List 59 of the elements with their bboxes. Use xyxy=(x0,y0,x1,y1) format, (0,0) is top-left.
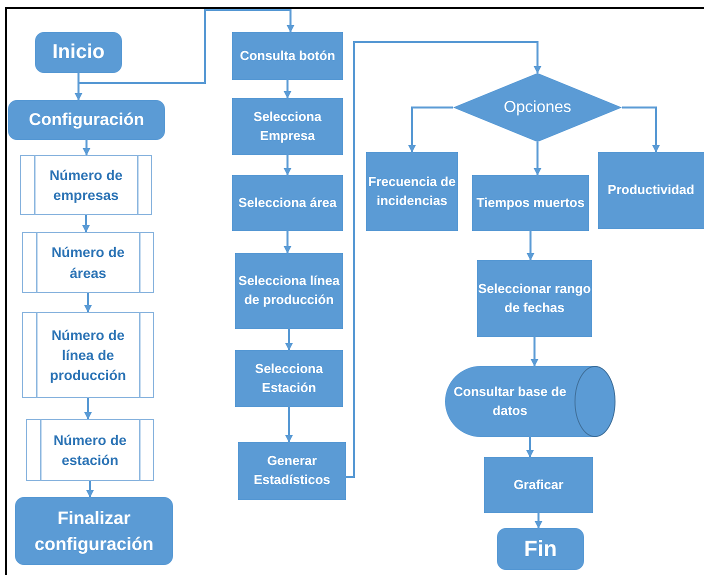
subprocess-box xyxy=(20,155,152,215)
arrow xyxy=(84,398,92,420)
process-box xyxy=(235,253,343,329)
node-label: Generar Estadísticos xyxy=(252,452,332,489)
subprocess-box xyxy=(26,419,154,481)
subprocess-box xyxy=(22,312,154,398)
process-box xyxy=(232,175,343,231)
arrow xyxy=(86,481,94,498)
arrow xyxy=(284,155,292,176)
arrow xyxy=(284,231,292,254)
node-label: Número de áreas xyxy=(50,243,126,282)
arrow xyxy=(346,41,542,478)
arrow xyxy=(82,140,90,156)
arrow xyxy=(534,513,542,529)
arrow xyxy=(78,9,294,84)
process-box xyxy=(484,457,593,513)
terminal-box xyxy=(497,528,584,570)
subprocess-box xyxy=(22,232,154,293)
node-label: Consulta botón xyxy=(240,46,336,65)
process-box xyxy=(232,32,343,80)
node-label: Seleccionar rango de fechas xyxy=(477,280,592,316)
arrow xyxy=(285,329,293,351)
node-label: Número de empresas xyxy=(48,166,124,205)
process-box xyxy=(477,260,592,337)
arrow xyxy=(408,106,453,153)
node-label: Selecciona línea de producción xyxy=(237,272,341,309)
node-label: Número de línea de producción xyxy=(48,326,128,386)
node-label: Fin xyxy=(524,535,557,564)
terminal-box xyxy=(8,100,165,140)
node-label: Configuración xyxy=(28,108,144,131)
process-box xyxy=(472,175,589,231)
node-label: Consultar base de datos xyxy=(452,382,568,420)
arrow xyxy=(530,337,538,367)
node-label: Opciones xyxy=(504,98,572,118)
arrow xyxy=(526,231,534,261)
arrow xyxy=(84,293,92,313)
node-label: Graficar xyxy=(514,476,564,494)
node-label: Tiempos muertos xyxy=(476,194,585,212)
node-label: Número de estación xyxy=(52,430,128,470)
process-box xyxy=(366,152,458,231)
arrow xyxy=(284,80,292,99)
process-box xyxy=(238,442,346,500)
arrow xyxy=(285,407,293,443)
node-label: Finalizar configuración xyxy=(33,506,154,556)
node-label: Selecciona Estación xyxy=(254,360,324,396)
terminal-box xyxy=(35,32,122,73)
arrow xyxy=(534,142,542,176)
process-box xyxy=(598,152,704,229)
arrow xyxy=(622,106,660,153)
process-box xyxy=(232,98,343,155)
node-label: Inicio xyxy=(52,40,105,65)
arrow xyxy=(82,215,90,233)
terminal-box xyxy=(15,497,173,565)
node-label: Frecuencia de incidencias xyxy=(367,172,457,210)
node-label: Selecciona Empresa xyxy=(252,108,322,145)
node-label: Selecciona área xyxy=(238,194,337,212)
node-label: Productividad xyxy=(608,181,694,200)
process-box xyxy=(235,350,343,407)
arrow xyxy=(526,437,534,458)
